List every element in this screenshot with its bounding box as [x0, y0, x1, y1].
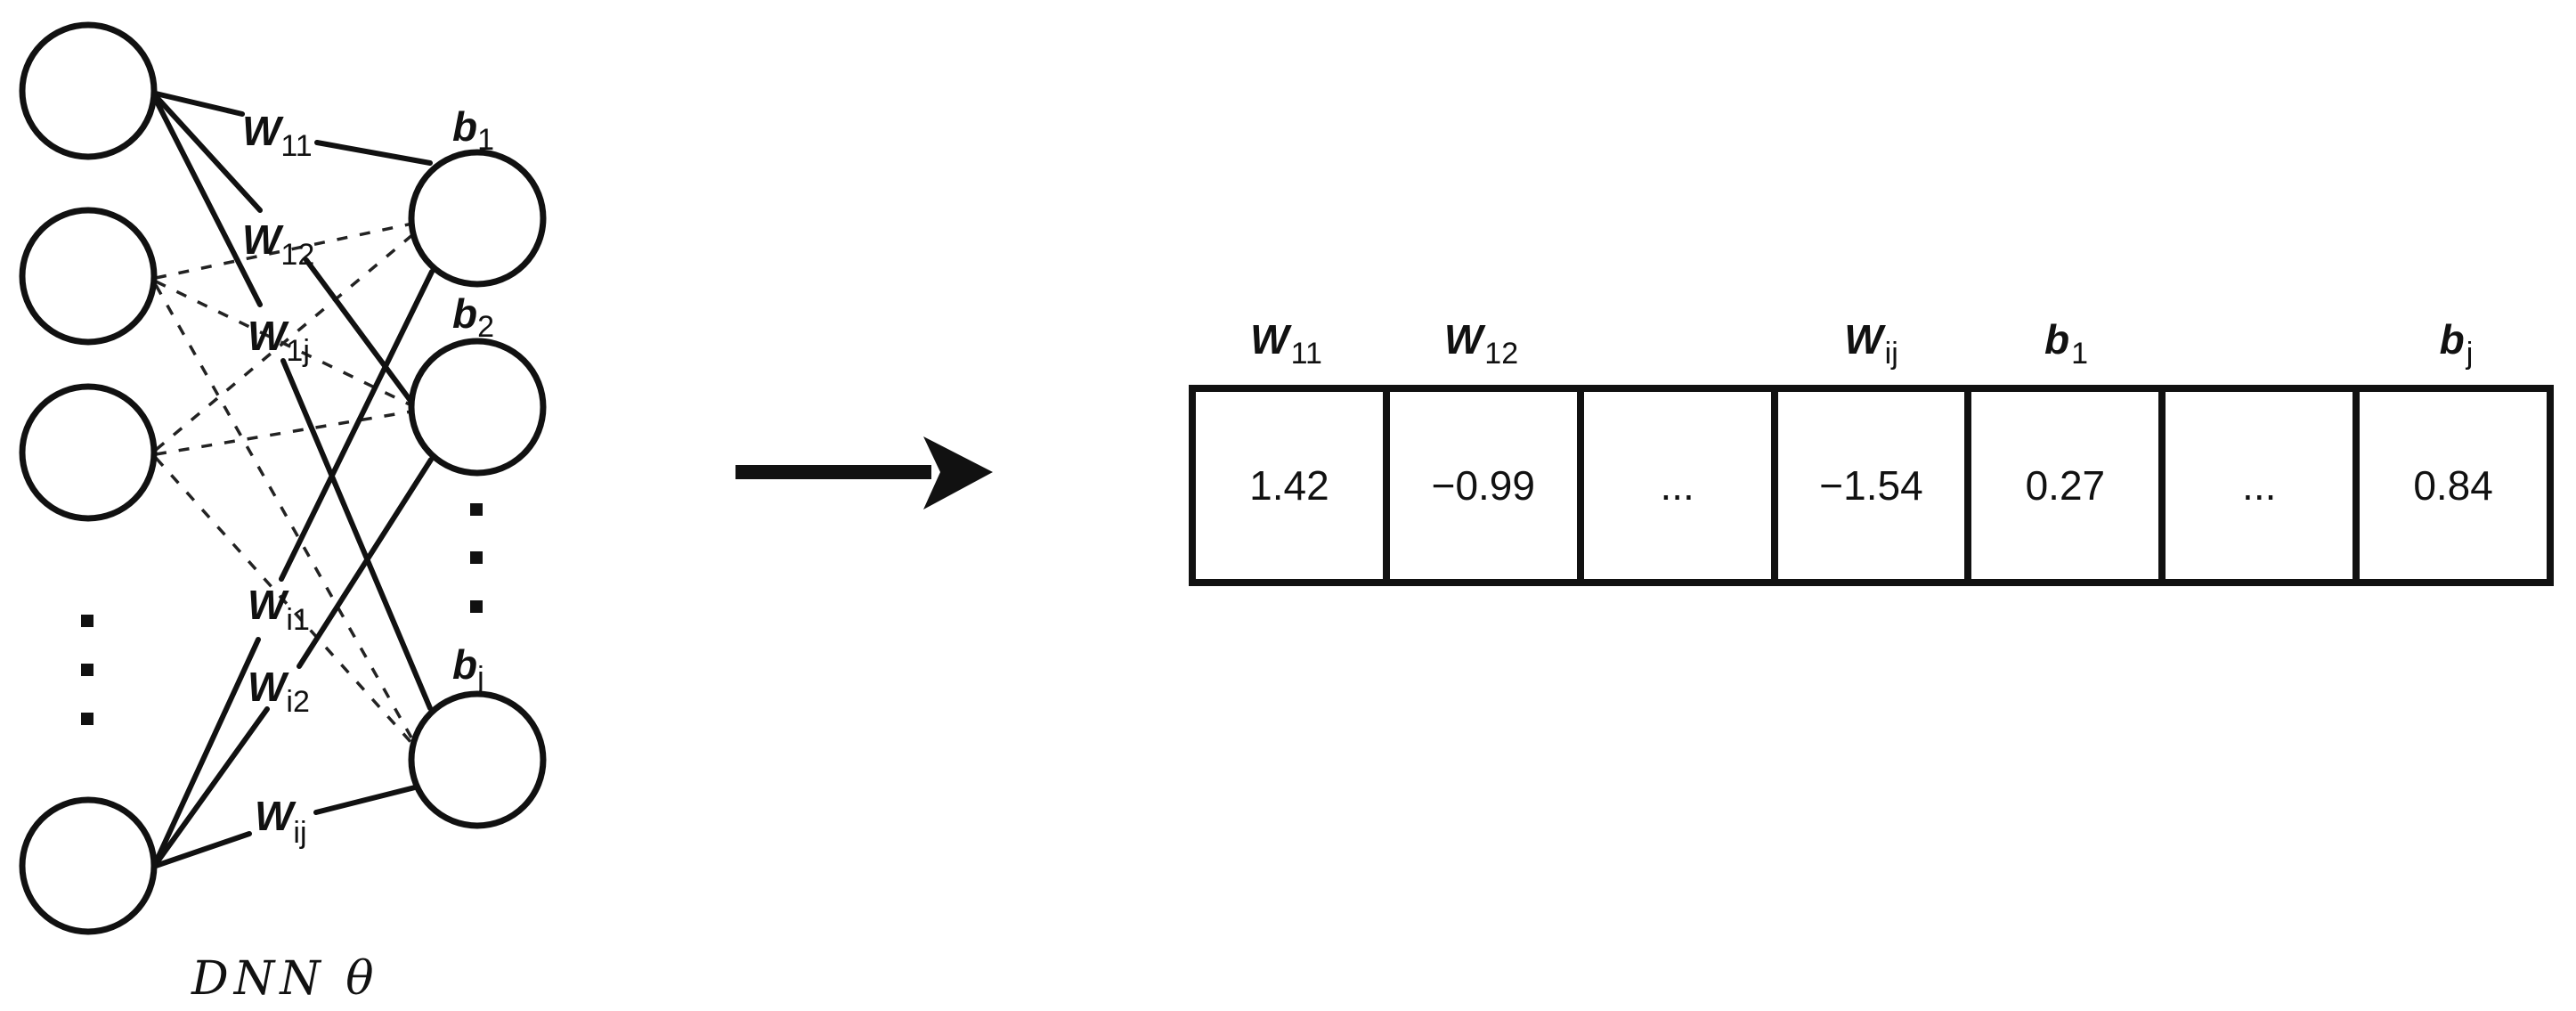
output-ellipsis-dots	[470, 503, 483, 613]
input-node-3	[19, 383, 158, 522]
param-cell-wij: −1.54	[1770, 392, 1965, 579]
weight-label-wi1: Wi1	[248, 582, 310, 637]
input-node-2	[19, 207, 158, 346]
edge-in3-outj	[154, 456, 415, 746]
weight-label-w1j: W1j	[248, 313, 310, 368]
edge-wi1-a	[153, 637, 261, 865]
input-layer	[19, 21, 158, 935]
edge-wi2-a	[153, 706, 270, 867]
dashed-edges	[154, 221, 420, 746]
solid-edges-input1	[153, 91, 433, 711]
edge-w12-b	[304, 257, 421, 414]
bias-labels: b1 b2 bj	[452, 103, 494, 695]
input-node-i	[19, 796, 158, 935]
flatten-arrow-icon	[735, 436, 993, 510]
weight-labels: W11 W12 W1j Wi1 Wi2 Wij	[242, 108, 314, 850]
weight-label-w11: W11	[242, 108, 313, 163]
solid-edges-input4	[153, 269, 435, 868]
param-cell-b1: 0.27	[1964, 392, 2158, 579]
output-node-j	[408, 690, 547, 829]
weight-label-w12: W12	[242, 216, 314, 272]
edge-w11-a	[153, 91, 245, 117]
edge-w1j-a	[153, 97, 263, 307]
weight-label-wi2: Wi2	[248, 664, 310, 719]
edge-w11-b	[314, 140, 433, 166]
edge-wij-a	[153, 831, 252, 868]
edge-wij-b	[313, 784, 421, 815]
bias-label-j: bj	[452, 641, 484, 695]
param-cell-bj: 0.84	[2353, 392, 2547, 579]
parameter-vector-table: 1.42 −0.99 ... −1.54 0.27 ... 0.84	[1189, 385, 2554, 586]
bias-label-2: b2	[452, 290, 494, 344]
param-label-empty-2	[2164, 312, 2359, 383]
edge-wi1-b	[279, 269, 435, 582]
network-caption: DNN θ	[191, 952, 379, 1006]
edge-in3-out1	[154, 228, 420, 452]
bias-label-1: b1	[452, 103, 494, 157]
edge-w1j-b	[280, 358, 433, 711]
edge-w12-a	[153, 94, 263, 213]
param-cell-w11: 1.42	[1249, 462, 1329, 509]
param-label-empty-1	[1579, 312, 1774, 383]
param-cell-w12: −0.99	[1382, 392, 1577, 579]
output-node-1	[408, 149, 547, 288]
input-node-1	[19, 21, 158, 160]
weight-label-wij: Wij	[255, 793, 307, 850]
edge-wi2-b	[297, 457, 434, 669]
edge-in2-outj	[154, 284, 413, 738]
output-node-2	[408, 338, 547, 477]
output-layer	[408, 149, 547, 829]
edge-in3-out2	[155, 410, 412, 456]
input-ellipsis-dots	[81, 615, 93, 725]
param-cell-ellipsis-1: ...	[1576, 392, 1771, 579]
param-cell-ellipsis-2: ...	[2158, 392, 2353, 579]
